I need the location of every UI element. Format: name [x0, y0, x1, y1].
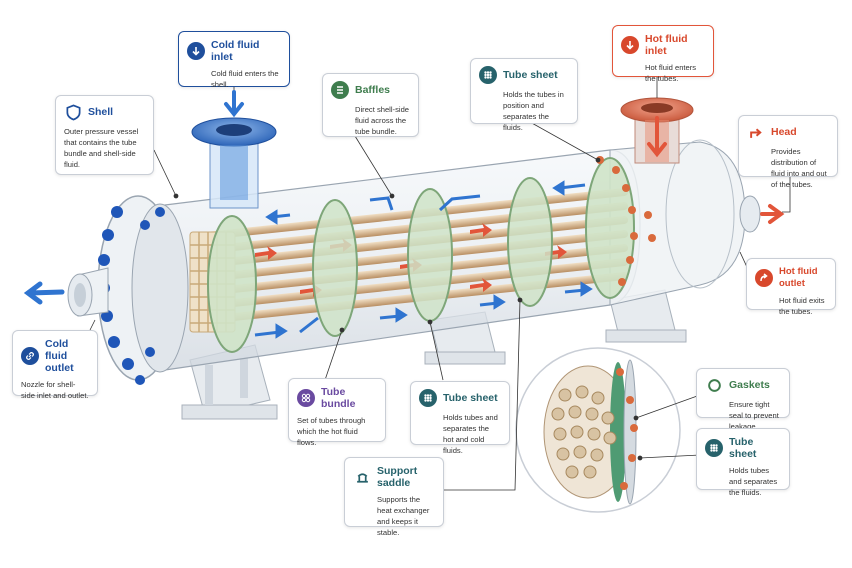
- grid-dots-icon: [705, 439, 723, 457]
- callout-description: Hot fluid exits the tubes.: [779, 296, 825, 316]
- callout-cold-fluid-inlet: Cold fluid inlet Cold fluid enters the s…: [178, 31, 290, 89]
- cold-flow-arrows: [254, 180, 593, 339]
- callout-title: Gaskets: [729, 379, 770, 391]
- cold-outlet-nozzle: [67, 267, 109, 317]
- callout-title: Hot fluid inlet: [645, 33, 688, 57]
- callout-title: Tube sheet: [443, 392, 498, 404]
- detail-bolts: [616, 368, 638, 490]
- callout-title: Baffles: [355, 84, 391, 96]
- baffles-art: [207, 157, 635, 353]
- callout-description: Direct shell-side fluid across the tube …: [355, 105, 410, 136]
- circles-icon: [297, 389, 315, 407]
- curved-arrow-icon: [755, 269, 773, 287]
- hot-inlet-arrow: [647, 116, 667, 158]
- baffle-icon: [331, 81, 349, 99]
- arrow-down-icon: [187, 42, 205, 60]
- shield-icon: [64, 103, 82, 121]
- callout-description: Provides distribution of fluid into and …: [771, 147, 827, 189]
- callout-title: Tube sheet: [503, 69, 558, 81]
- callout-cold-fluid-outlet: Cold fluid outlet Nozzle for shell-side …: [12, 330, 98, 400]
- callout-description: Holds tubes and separates the hot and co…: [443, 413, 498, 455]
- callout-hot-fluid-outlet: Hot fluid outlet Hot fluid exits the tub…: [746, 258, 836, 316]
- callout-title: Tube sheet: [729, 436, 757, 460]
- callout-tube-bundle: Tube bundle Set of tubes through which t…: [288, 378, 386, 447]
- callout-title: Tube bundle: [321, 386, 356, 410]
- cold-inlet-arrow: [224, 90, 244, 118]
- hot-outlet-arrow: [760, 204, 785, 224]
- callout-description: Holds the tubes in position and separate…: [503, 90, 564, 132]
- cold-outlet-arrow: [23, 281, 65, 305]
- grid-dots-icon: [479, 66, 497, 84]
- callout-head: Head Provides distribution of fluid into…: [738, 115, 838, 189]
- callout-description: Outer pressure vessel that contains the …: [64, 127, 139, 169]
- cold-inlet-nozzle: [191, 117, 277, 209]
- callout-title: Hot fluid outlet: [779, 266, 818, 289]
- saddle-icon: [353, 468, 371, 486]
- branch-arrow-icon: [747, 123, 765, 141]
- grid-dots-icon: [419, 389, 437, 407]
- callout-description: Nozzle for shell-side inlet and outlet.: [21, 380, 89, 400]
- callout-title: Support saddle: [377, 465, 418, 489]
- callout-shell: Shell Outer pressure vessel that contain…: [55, 95, 154, 175]
- callout-title: Shell: [88, 106, 114, 118]
- callout-gaskets: Gaskets Ensure tight seal to prevent lea…: [696, 368, 790, 431]
- callout-description: Cold fluid enters the shell.: [211, 69, 279, 89]
- detail-tube-holes: [551, 385, 617, 479]
- link-icon: [21, 347, 39, 365]
- ring-icon: [705, 376, 723, 394]
- callout-description: Set of tubes through which the hot fluid…: [297, 416, 366, 447]
- arrow-down-icon: [621, 36, 639, 54]
- callout-description: Ensure tight seal to prevent leakage.: [729, 400, 779, 431]
- callout-title: Head: [771, 126, 797, 138]
- callout-title: Cold fluid outlet: [45, 338, 74, 374]
- callout-description: Supports the heat exchanger and keeps it…: [377, 495, 430, 537]
- callout-tube-sheet-detail: Tube sheet Holds tubes and separates the…: [696, 428, 790, 497]
- left-flange: [97, 195, 189, 381]
- callout-baffles: Baffles Direct shell-side fluid across t…: [322, 73, 419, 137]
- callout-title: Cold fluid inlet: [211, 39, 260, 63]
- callout-support-saddle: Support saddle Supports the heat exchang…: [344, 457, 444, 537]
- callout-tube-sheet-mid: Tube sheet Holds tubes and separates the…: [410, 381, 510, 455]
- callout-description: Hot fluid enters the tubes.: [645, 63, 697, 83]
- callout-description: Holds tubes and separates the fluids.: [729, 466, 778, 497]
- callout-tube-sheet-top: Tube sheet Holds the tubes in position a…: [470, 58, 578, 132]
- callout-hot-fluid-inlet: Hot fluid inlet Hot fluid enters the tub…: [612, 25, 714, 83]
- leader-lines: [89, 76, 791, 491]
